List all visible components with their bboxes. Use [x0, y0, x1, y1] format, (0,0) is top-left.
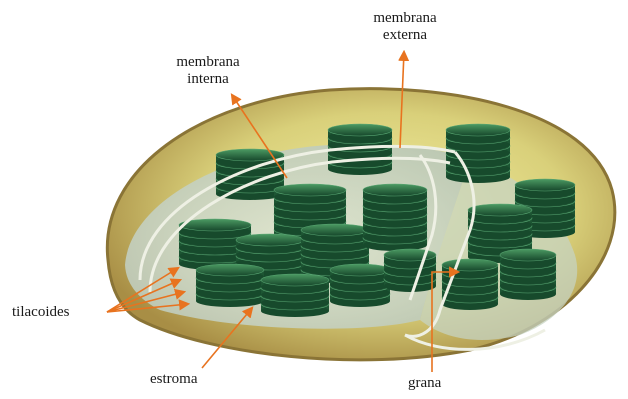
thylakoid-disc-top: [301, 224, 369, 236]
thylakoid-disc-top: [236, 234, 304, 246]
granum-stack: [261, 274, 329, 317]
label-membrana-externa: membrana externa: [352, 10, 458, 44]
thylakoid-disc-top: [442, 259, 498, 271]
label-tilacoides: tilacoides: [12, 304, 69, 321]
granum-stack: [196, 264, 264, 307]
label-membrana-interna: membrana interna: [155, 54, 261, 88]
granum-stack: [384, 249, 436, 292]
granum-stack: [363, 184, 427, 251]
label-membrana-interna-line2: interna: [155, 71, 261, 88]
label-estroma: estroma: [150, 371, 197, 388]
label-membrana-externa-line1: membrana: [352, 10, 458, 27]
granum-stack: [330, 264, 390, 307]
granum-stack: [500, 249, 556, 300]
thylakoid-disc-top: [515, 179, 575, 191]
thylakoid-disc-top: [446, 124, 510, 136]
thylakoid-disc-top: [328, 124, 392, 136]
thylakoid-disc-top: [196, 264, 264, 276]
thylakoid-disc-top: [330, 264, 390, 276]
label-grana: grana: [408, 375, 441, 392]
thylakoid-disc-top: [468, 204, 532, 216]
thylakoid-disc-top: [363, 184, 427, 196]
label-membrana-externa-line2: externa: [352, 27, 458, 44]
label-membrana-interna-line1: membrana: [155, 54, 261, 71]
thylakoid-disc-top: [500, 249, 556, 261]
thylakoid-disc-top: [261, 274, 329, 286]
thylakoid-disc-top: [274, 184, 346, 196]
